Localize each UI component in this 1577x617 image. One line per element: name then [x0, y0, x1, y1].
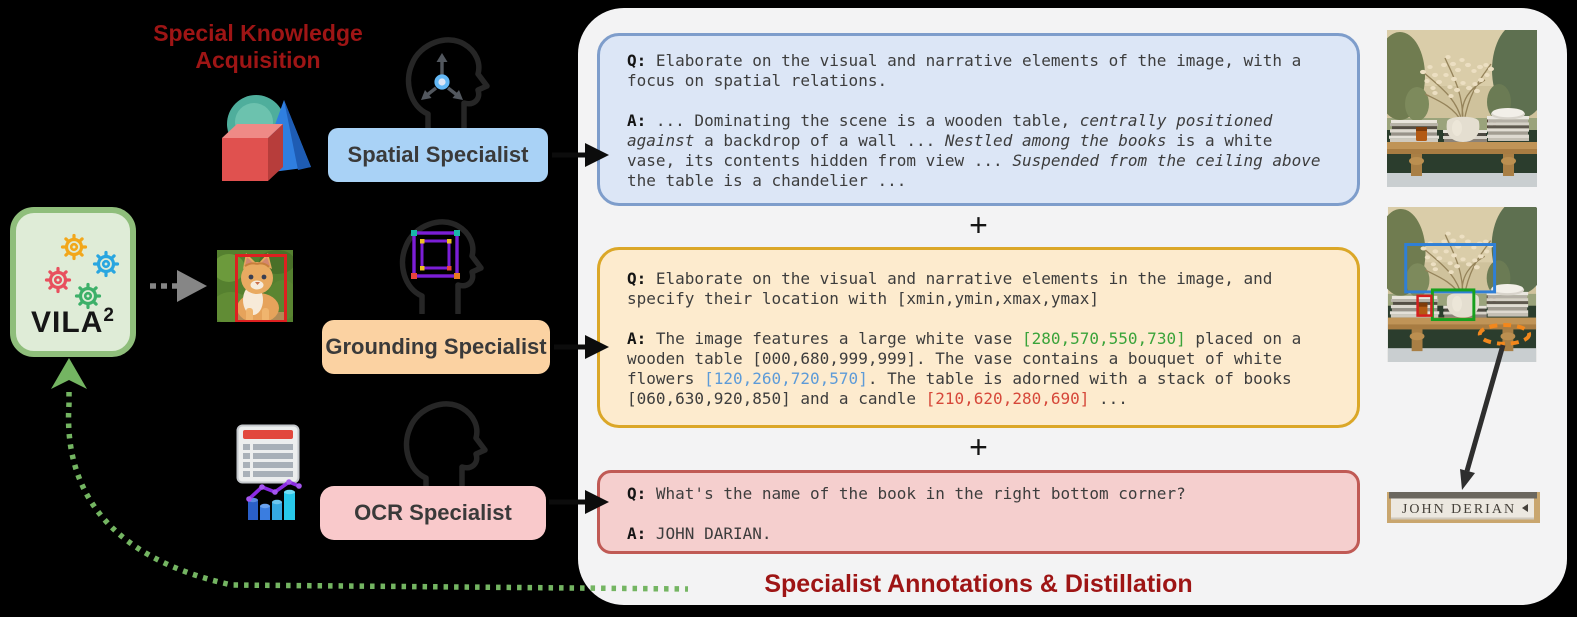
ocr-specialist-label: OCR Specialist [320, 486, 546, 540]
vila-name: VILA [31, 306, 104, 339]
spatial-qa-box: Q: Elaborate on the visual and narrative… [597, 33, 1360, 206]
spatial-specialist-text: Spatial Specialist [347, 142, 529, 167]
book-spine-text: JOHN DERIAN [1402, 502, 1516, 517]
grounding-arrow [554, 335, 609, 359]
feedback-arrow [51, 358, 689, 592]
spatial-specialist-label: Spatial Specialist [328, 128, 548, 182]
grounding-head-icon [399, 219, 484, 314]
plus-sign-2: + [969, 429, 988, 465]
vila-label: VILA2 [16, 305, 130, 340]
grounding-specialist-label: Grounding Specialist [322, 320, 550, 374]
spatial-arrow [552, 143, 609, 167]
ocr-arrow [549, 490, 609, 514]
bounding-box-icon [411, 230, 460, 279]
candle-bbox [1416, 294, 1433, 317]
spatial-axes-icon [421, 53, 463, 100]
grounding-specialist-text: Grounding Specialist [325, 334, 547, 359]
plus-sign-1: + [969, 207, 988, 243]
ocr-specialist-text: OCR Specialist [354, 500, 512, 525]
model-to-image-arrow [150, 270, 207, 302]
geometry-shapes-icon [222, 95, 311, 181]
flowers-bbox [1404, 243, 1497, 294]
grounding-qa-box: Q: Elaborate on the visual and narrative… [597, 247, 1360, 428]
book-spine-photo: JOHN DERIAN [1387, 492, 1540, 523]
book-highlight-ellipse [1477, 323, 1532, 346]
footer-title: Specialist Annotations & Distillation [764, 570, 1193, 598]
spatial-head-icon [405, 37, 490, 132]
table-scene-photo-annotated [1387, 207, 1537, 362]
vila-model-box: VILA2 [10, 207, 136, 357]
ocr-head-icon [403, 401, 488, 496]
ocr-qa-box: Q: What's the name of the book in the ri… [597, 470, 1360, 554]
cat-bounding-box [235, 254, 287, 322]
document-chart-icon [236, 424, 302, 520]
bar-chart-icon [246, 479, 302, 520]
vila-sup: 2 [103, 305, 115, 326]
special-knowledge-heading: Special Knowledge Acquisition [153, 20, 363, 73]
photo-to-spine-arrow [1460, 344, 1506, 490]
cat-image [217, 250, 293, 322]
